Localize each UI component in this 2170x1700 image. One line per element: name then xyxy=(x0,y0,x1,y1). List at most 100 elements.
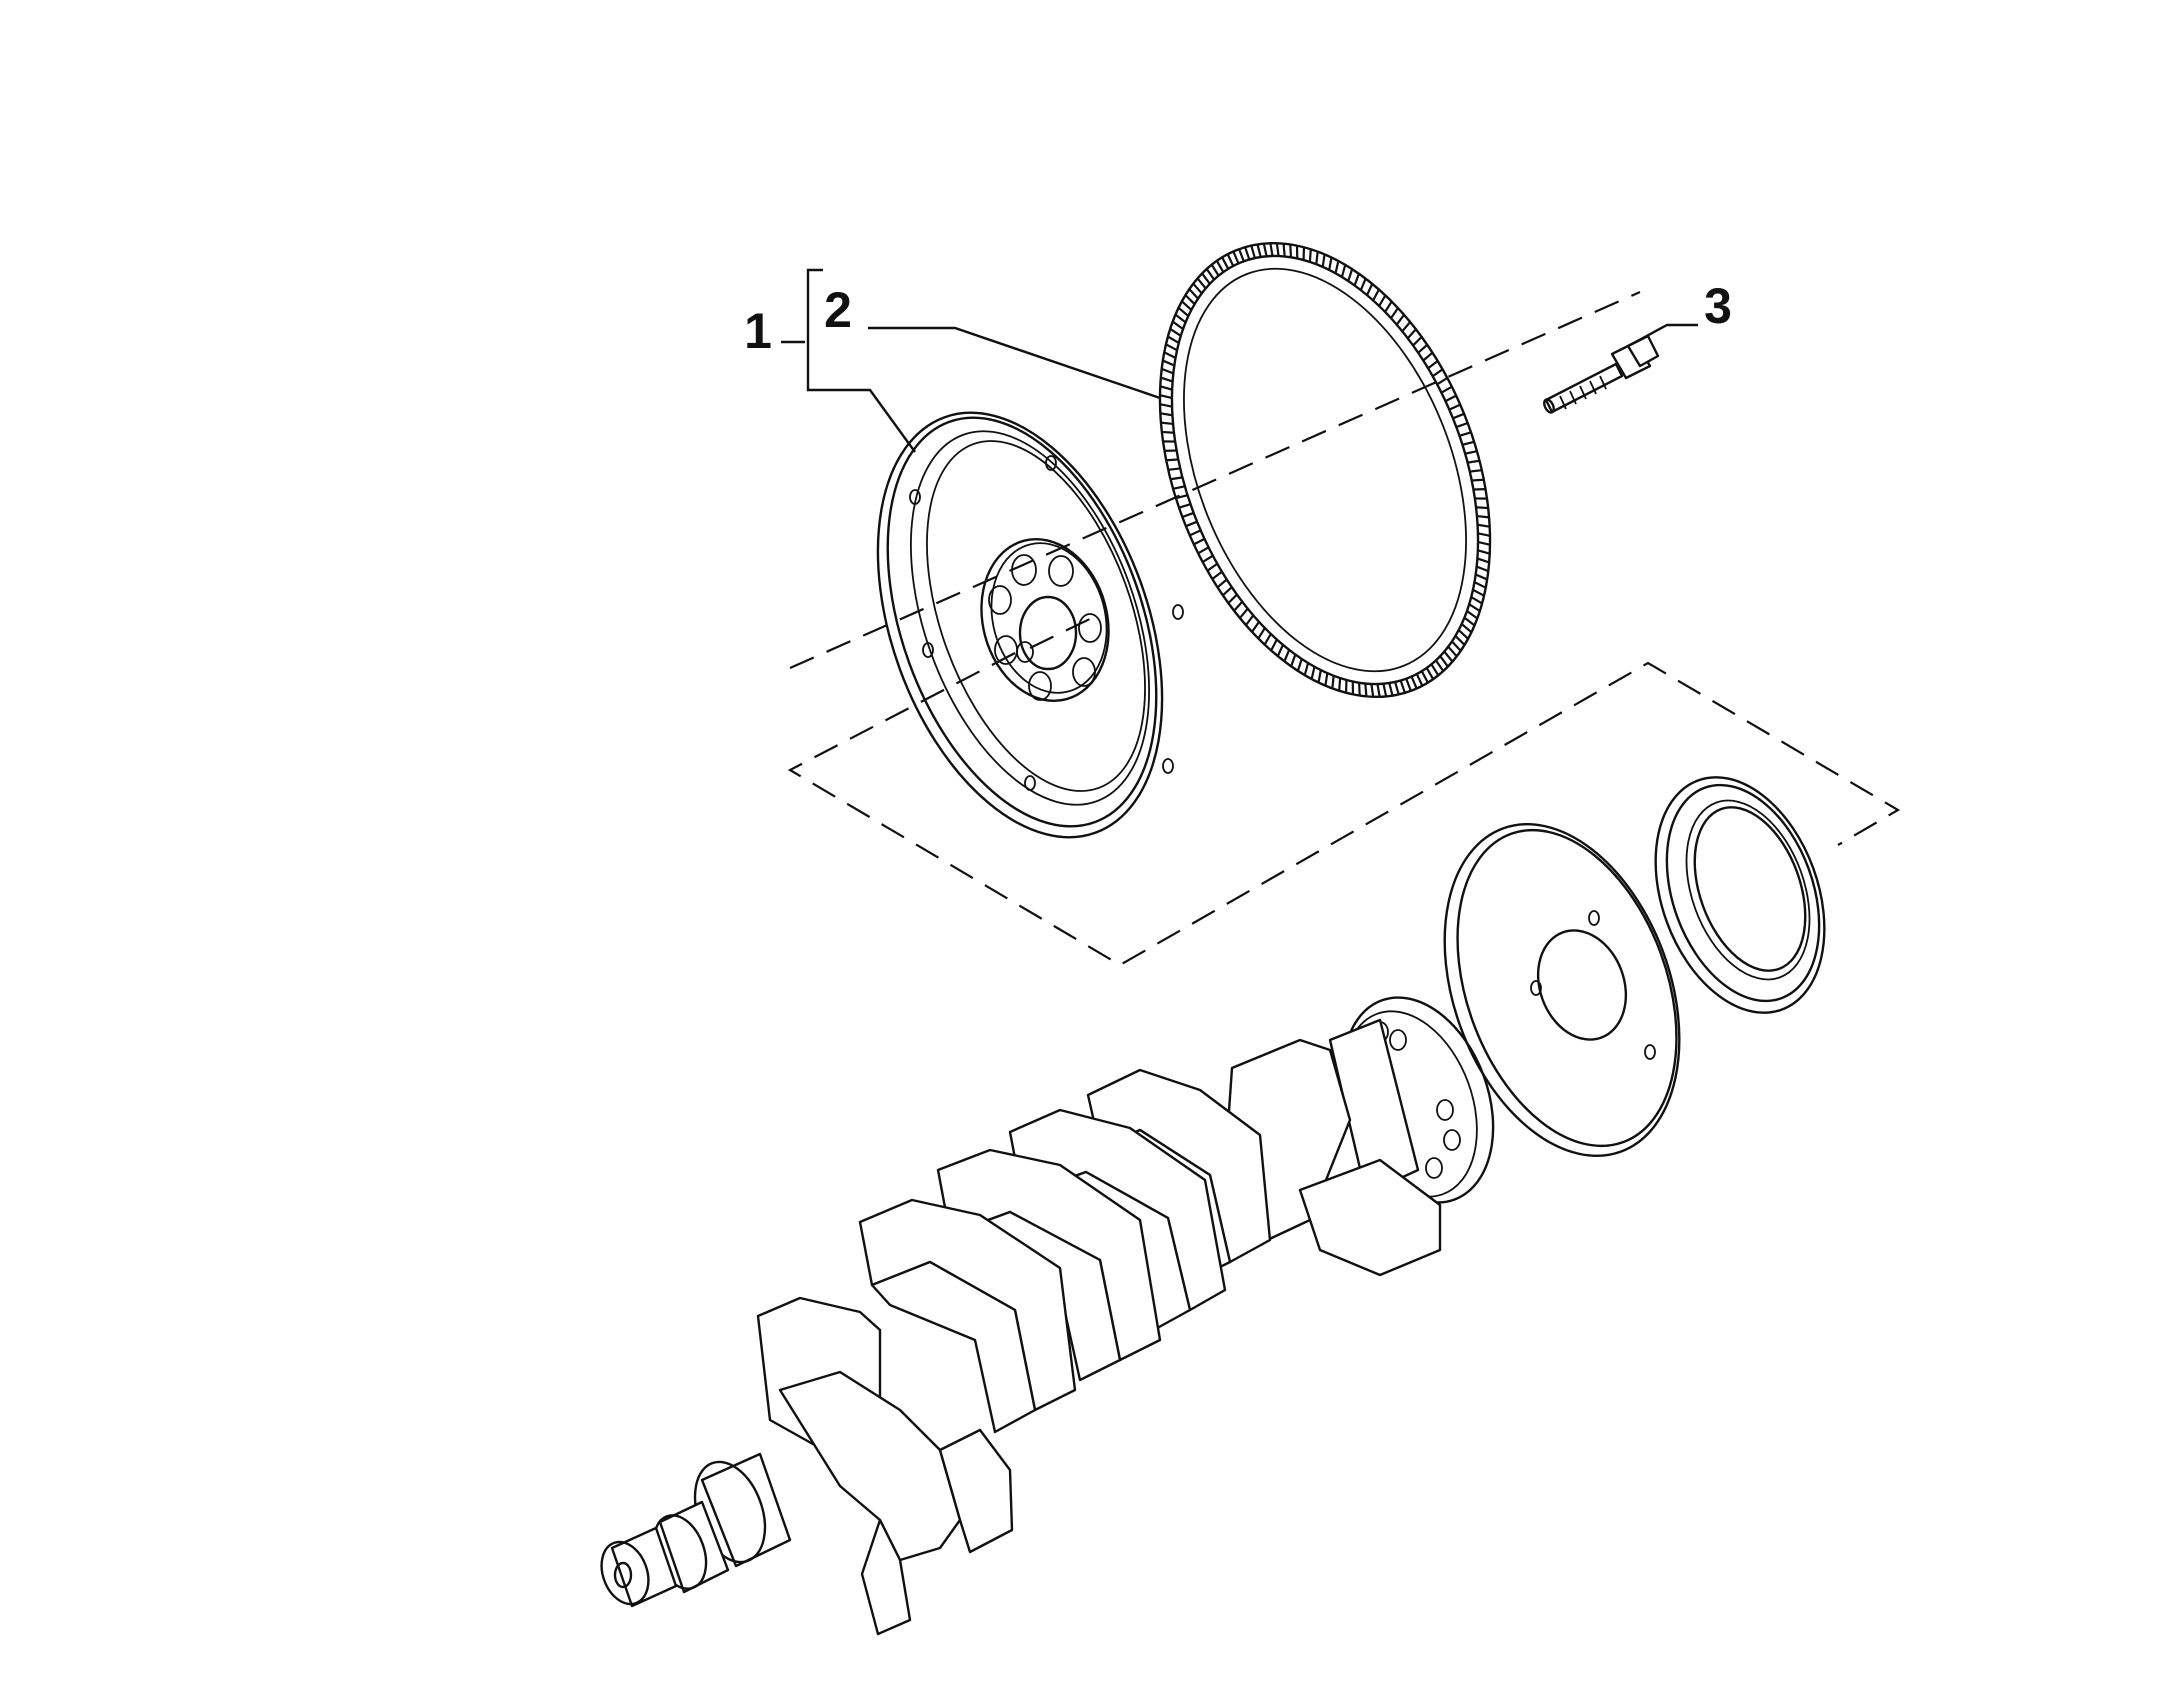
gear-tooth xyxy=(1177,306,1190,317)
gear-tooth xyxy=(1382,683,1388,697)
gear-tooth xyxy=(1161,367,1174,375)
gear-tooth xyxy=(1302,247,1306,261)
gear-tooth xyxy=(1201,272,1211,285)
gear-tooth xyxy=(1165,343,1178,352)
gear-tooth xyxy=(1161,430,1175,434)
gear-tooth xyxy=(1289,244,1293,258)
gear-tooth xyxy=(1331,675,1335,689)
gear-tooth xyxy=(1340,264,1347,278)
gear-tooth xyxy=(1405,678,1412,692)
gear-tooth xyxy=(1215,260,1225,273)
gear-tooth xyxy=(1216,578,1228,589)
gear-tooth xyxy=(1239,607,1249,619)
gear-tooth xyxy=(1317,669,1322,683)
gear-tooth xyxy=(1417,343,1428,354)
gear-tooth xyxy=(1296,658,1303,672)
flywheel-bolt xyxy=(1543,334,1660,414)
gear-tooth xyxy=(1390,307,1399,319)
gear-tooth xyxy=(1338,677,1342,691)
gear-tooth xyxy=(1192,282,1203,295)
gear-tooth xyxy=(1460,623,1473,634)
gear-tooth xyxy=(1406,328,1417,340)
gear-tooth xyxy=(1184,294,1196,305)
gear-tooth xyxy=(1178,503,1191,509)
gear-tooth xyxy=(1447,645,1458,658)
gear-tooth xyxy=(1160,376,1174,383)
gear-tooth xyxy=(1473,488,1486,491)
gear-tooth xyxy=(1477,540,1491,546)
gear-tooth xyxy=(1205,268,1215,281)
gear-tooth xyxy=(1295,245,1299,259)
gear-tooth xyxy=(1181,511,1194,519)
gear-tooth xyxy=(1469,469,1482,473)
gear-tooth xyxy=(1444,394,1457,403)
flywheel-hub-holes xyxy=(988,554,1102,701)
crankshaft-seal xyxy=(1654,776,1826,1014)
flywheel-rim-holes xyxy=(909,455,1184,791)
gear-tooth xyxy=(1250,245,1256,259)
gear-tooth xyxy=(1470,596,1483,605)
gear-tooth xyxy=(1159,385,1173,391)
gear-tooth xyxy=(1477,549,1491,555)
ring-gear xyxy=(1158,241,1492,699)
gear-tooth xyxy=(1226,253,1235,267)
gear-tooth xyxy=(1162,440,1176,443)
gear-tooth xyxy=(1399,680,1406,694)
gear-tooth xyxy=(1163,351,1176,359)
gear-tooth xyxy=(1351,681,1355,695)
gear-tooth xyxy=(1410,676,1418,689)
gear-tooth xyxy=(1474,497,1488,500)
gear-tooth xyxy=(1164,449,1177,452)
gear-tooth xyxy=(1172,320,1184,330)
gear-tooth xyxy=(1181,300,1193,311)
gear-tooth xyxy=(1454,635,1466,646)
gear-tooth xyxy=(1468,603,1481,612)
gear-tooth xyxy=(1475,573,1488,581)
gear-tooth xyxy=(1474,581,1487,589)
gear-tooth xyxy=(1245,614,1255,626)
gear-tooth xyxy=(1206,562,1218,572)
adapter-plate xyxy=(1443,823,1681,1157)
gear-tooth xyxy=(1222,586,1233,597)
gear-tooth xyxy=(1170,476,1183,481)
gear-tooth xyxy=(1359,278,1367,291)
gear-tooth xyxy=(1443,650,1454,663)
gear-tooth xyxy=(1477,523,1490,528)
gear-tooth xyxy=(1174,313,1187,324)
gear-tooth xyxy=(1420,670,1429,684)
gear-tooth xyxy=(1262,243,1268,257)
gear-tooth xyxy=(1175,494,1188,500)
gear-tooth xyxy=(1357,682,1361,696)
gear-tooth xyxy=(1310,666,1316,680)
gear-tooth xyxy=(1440,385,1453,394)
flywheel xyxy=(876,411,1184,839)
gear-tooth xyxy=(1457,629,1469,640)
gear-tooth xyxy=(1227,593,1238,604)
gear-tooth xyxy=(1439,655,1449,668)
gear-tooth xyxy=(1324,672,1329,686)
gear-tooth xyxy=(1477,532,1491,537)
gear-tooth xyxy=(1328,257,1333,271)
gear-tooth xyxy=(1415,673,1424,687)
gear-tooth xyxy=(1476,565,1489,573)
crankshaft xyxy=(600,996,1495,1636)
callout-leaders xyxy=(781,268,1698,453)
gear-tooth xyxy=(1430,663,1440,676)
dashed-reference-lines xyxy=(787,290,1901,967)
gear-tooth xyxy=(1210,264,1220,277)
gear-tooth xyxy=(1169,328,1182,337)
gear-tooth xyxy=(1353,273,1360,286)
gear-tooth xyxy=(1432,368,1444,378)
callout-1: 1 xyxy=(744,303,772,359)
gear-tooth xyxy=(1334,260,1340,274)
gear-tooth xyxy=(1172,485,1186,490)
gear-tooth xyxy=(1159,394,1173,400)
gear-tooth xyxy=(1159,403,1173,408)
gear-tooth xyxy=(1372,288,1380,302)
gear-tooth xyxy=(1412,336,1423,347)
gear-tooth xyxy=(1401,321,1411,333)
gear-tooth xyxy=(1167,335,1180,344)
gear-tooth xyxy=(1344,679,1348,693)
gear-tooth xyxy=(1476,557,1490,564)
